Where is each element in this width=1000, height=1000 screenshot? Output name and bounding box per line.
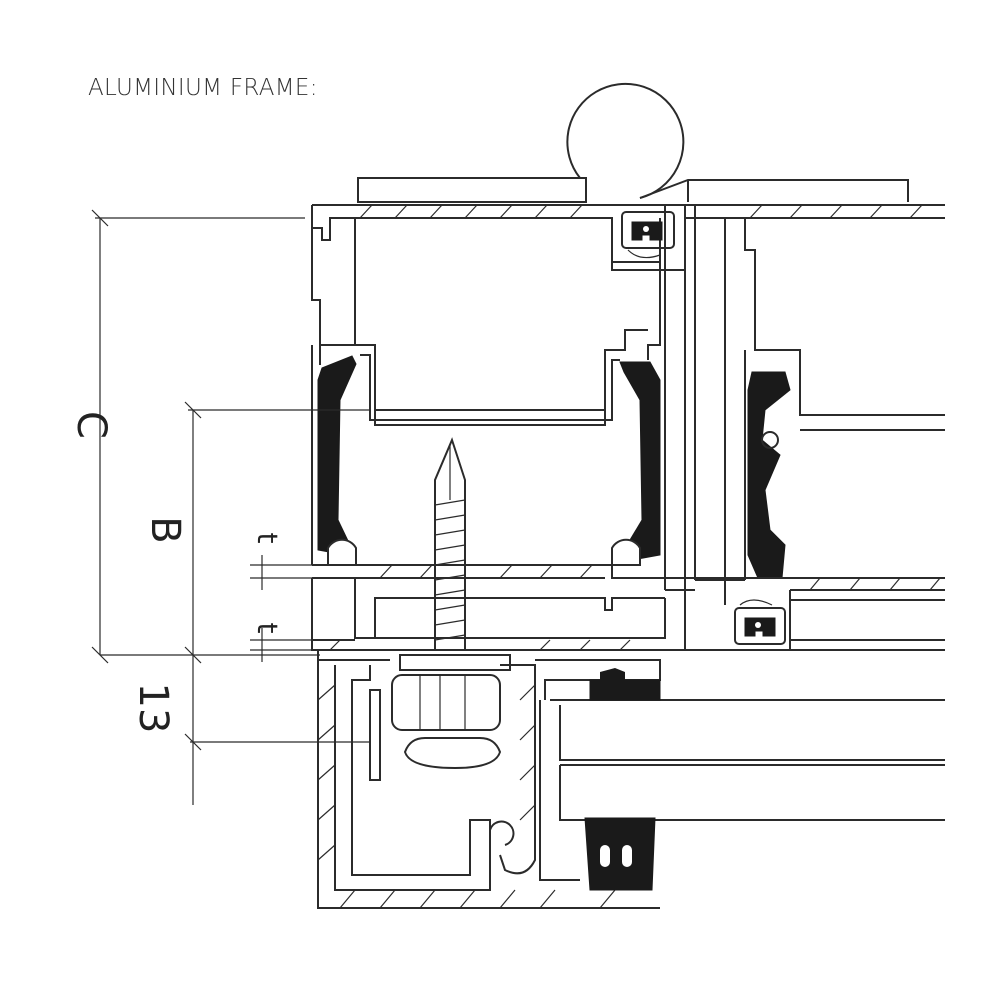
self-drilling-screw: [391, 437, 511, 770]
dimension-label-b: B: [142, 516, 188, 543]
dimension-t: [250, 555, 312, 662]
center-mullion: [664, 205, 746, 650]
top-wall-hatching: [359, 204, 923, 219]
left-gasket: [317, 355, 357, 566]
dimension-label-c: C: [68, 411, 114, 439]
upper-profile: [311, 204, 945, 580]
upper-clip-seal: [621, 211, 675, 259]
dimension-c: [91, 209, 305, 664]
lower-clip-seal: [734, 599, 786, 645]
bottom-gasket: [584, 668, 661, 891]
diagram-title: ALUMINIUM FRAME:: [88, 75, 318, 101]
dimension-label-t-upper: t: [251, 533, 284, 544]
right-gasket: [611, 361, 661, 566]
inner-chamber: [355, 329, 648, 426]
bottom-frame: [317, 650, 945, 909]
glazing-gasket: [747, 371, 791, 579]
left-wall: [311, 345, 321, 565]
lower-plates: [311, 564, 945, 651]
bottom-frame-hatching: [317, 684, 616, 909]
lower-plate-hatching: [329, 564, 941, 651]
dimension-13: [100, 654, 370, 805]
top-cover-plate: [357, 177, 909, 203]
dimension-label-13: 13: [130, 683, 176, 734]
hinge-knuckle: [566, 82, 685, 199]
dimension-label-t-lower: t: [251, 623, 284, 634]
